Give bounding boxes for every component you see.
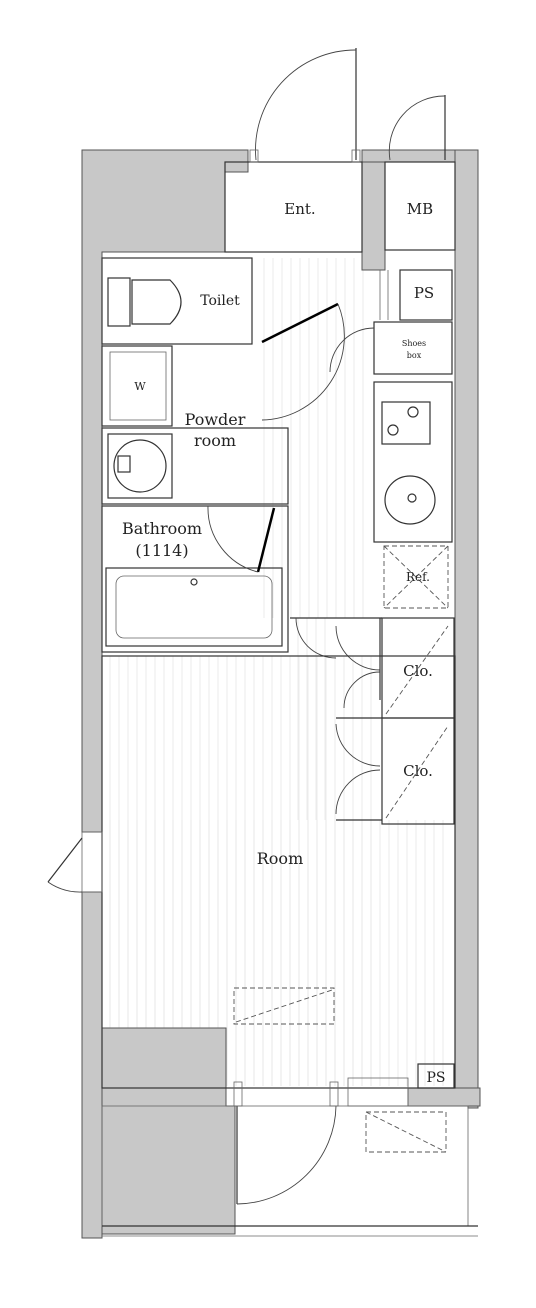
- label-main-room: Room: [257, 849, 303, 868]
- balcony-door-jamb-right: [329, 1081, 339, 1107]
- pipe-space-top: [399, 269, 453, 321]
- wash-basin-box: [107, 433, 173, 499]
- storage-dashed-diag: [235, 989, 333, 1023]
- label-shoes-box-1: Shoes: [402, 339, 426, 348]
- entrance-jamb-right: [351, 149, 361, 163]
- entrance-area: [224, 161, 363, 253]
- toilet-door-leaf: [261, 302, 339, 344]
- closet-2-door-swing-upper: [335, 723, 381, 767]
- right-wall: [454, 149, 479, 1109]
- closet-1-door-swing-lower: [343, 671, 381, 709]
- label-powder-room-2: room: [194, 431, 236, 450]
- label-powder-room-1: Powder: [185, 410, 246, 429]
- side-window-leaf: [47, 837, 83, 883]
- meter-box: [384, 161, 456, 251]
- bathroom: [101, 505, 289, 653]
- storage-dashed: [233, 987, 335, 1025]
- stove: [381, 401, 431, 445]
- bathtub: [105, 567, 283, 647]
- label-bathroom-1: Bathroom: [122, 519, 202, 538]
- mb-door-swing: [388, 95, 446, 161]
- bathroom-door-leaf: [256, 507, 276, 573]
- stove-burner-1-icon: [387, 424, 399, 436]
- refrigerator-space: [383, 545, 449, 609]
- closet-2-dash: [385, 725, 449, 819]
- side-window-swing: [47, 881, 83, 893]
- kitchen-faucet-icon: [407, 493, 417, 503]
- left-wall-lower: [81, 891, 103, 1239]
- wash-basin-icon: [113, 439, 167, 493]
- balcony-outdoor-unit-diag: [365, 1111, 447, 1153]
- label-meter-box: MB: [407, 200, 433, 218]
- washer-inner: [109, 351, 167, 421]
- toilet-room: [101, 257, 253, 345]
- label-closet-1: Clo.: [403, 662, 433, 680]
- closet-1-door-swing-upper: [335, 625, 381, 671]
- label-shoes-box-2: box: [407, 351, 422, 360]
- refrigerator-diag-2: [383, 545, 449, 609]
- closet-1-dash: [385, 625, 449, 715]
- toilet-door-swing: [261, 303, 345, 421]
- entrance-door-swing: [255, 49, 357, 161]
- toilet-tank: [107, 277, 131, 327]
- balcony-outdoor-unit: [365, 1111, 447, 1153]
- mb-wall-top: [361, 149, 456, 163]
- label-refrigerator: Ref.: [406, 570, 430, 584]
- closet-2-door-swing-lower: [335, 769, 381, 815]
- wash-basin-faucet-icon: [117, 455, 131, 473]
- bathtub-inner: [115, 575, 273, 639]
- hall-door-swing: [295, 617, 337, 659]
- label-washer: W: [134, 380, 146, 393]
- toilet-bowl-icon: [131, 279, 182, 325]
- balcony-door-swing: [236, 1105, 337, 1205]
- left-wall-upper: [81, 149, 249, 833]
- label-bathroom-2: (1114): [135, 541, 188, 560]
- mb-wall-left: [361, 149, 386, 271]
- kitchen-sink-icon: [384, 475, 436, 525]
- washer-space: [101, 345, 173, 427]
- entrance-jamb-left: [249, 149, 259, 163]
- stove-burner-2-icon: [407, 406, 419, 418]
- bottom-right-wall: [407, 1087, 481, 1107]
- label-closet-2: Clo.: [403, 762, 433, 780]
- pipe-space-bottom: [417, 1063, 455, 1089]
- balcony-window: [347, 1077, 409, 1107]
- label-pipe-space-top: PS: [414, 284, 434, 302]
- left-wall-bottom-block: [101, 1027, 236, 1235]
- closet-2: [381, 717, 455, 825]
- bathtub-drain-icon: [190, 578, 198, 586]
- powder-room: [101, 427, 289, 505]
- shoes-box-door-swing: [329, 327, 375, 373]
- label-pipe-space-bottom: PS: [426, 1070, 445, 1086]
- label-entrance: Ent.: [284, 200, 315, 218]
- side-window-frame: [81, 831, 103, 893]
- shoes-box: [373, 321, 453, 375]
- balcony-door-jamb-left: [233, 1081, 243, 1107]
- kitchen-counter: [373, 381, 453, 543]
- bathroom-door-swing: [207, 505, 259, 573]
- label-toilet: Toilet: [200, 293, 240, 309]
